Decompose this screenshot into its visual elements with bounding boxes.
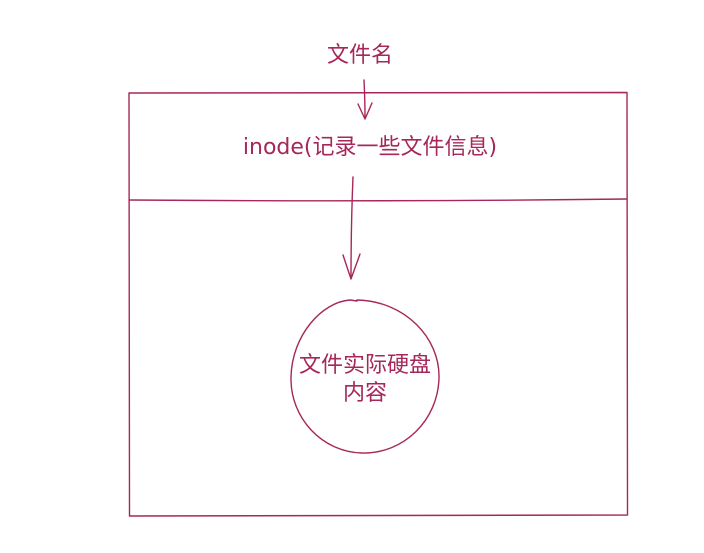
inode-label: inode(记录一些文件信息) [242,135,498,160]
filename-label: 文件名 [326,43,393,68]
file-content-label: 文件实际硬盘内容 [298,353,431,406]
arrow-inode-to-content [350,176,354,279]
section-divider [128,198,628,202]
arrowhead-filename-to-inode [357,102,373,120]
arrowhead-inode-to-content [342,253,361,280]
outer-box [128,91,629,517]
arrow-filename-to-inode [363,79,366,119]
content-circle [290,299,440,454]
